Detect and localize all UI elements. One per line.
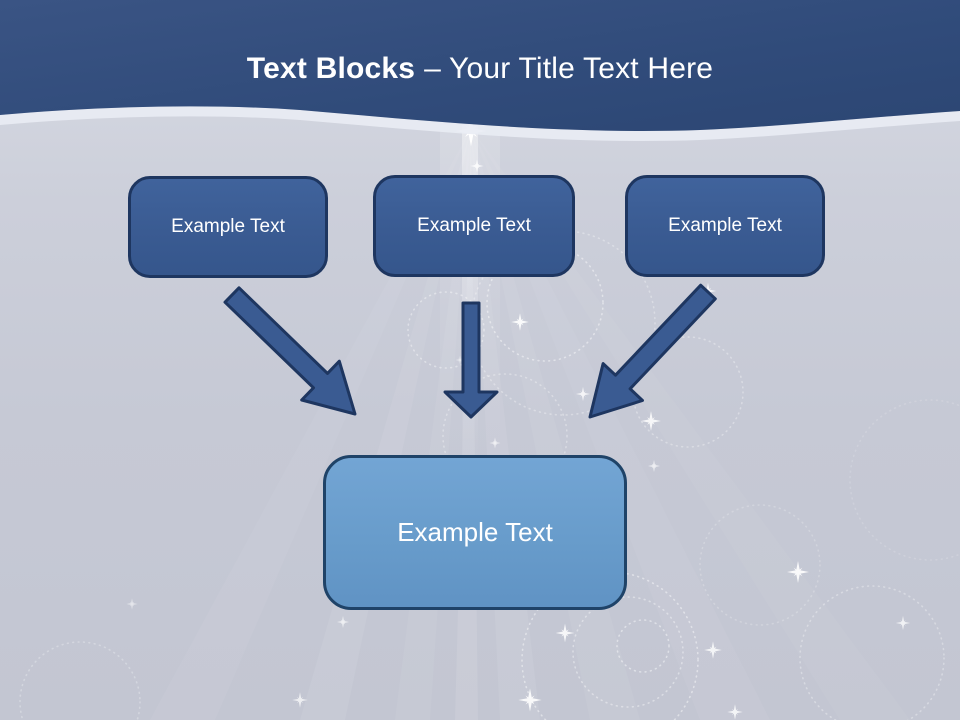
arrow-middle[interactable] [443, 301, 499, 419]
arrow-right[interactable] [588, 283, 717, 419]
text-block-1-label: Example Text [171, 216, 285, 237]
text-block-3-label: Example Text [668, 215, 782, 236]
slide-title: Text Blocks– Your Title Text Here [0, 52, 960, 87]
title-regular-text: – Your Title Text Here [424, 52, 714, 85]
header-wave-shape [0, 0, 960, 131]
text-block-3[interactable]: Example Text [625, 175, 825, 277]
center-text-block[interactable]: Example Text [323, 455, 627, 610]
header-highlight-curve [0, 106, 960, 141]
text-block-1[interactable]: Example Text [128, 176, 328, 278]
title-bold-text: Text Blocks [246, 52, 416, 85]
text-block-2[interactable]: Example Text [373, 175, 575, 277]
arrow-left[interactable] [223, 286, 357, 416]
text-block-2-label: Example Text [417, 215, 531, 236]
center-text-block-label: Example Text [397, 517, 553, 547]
header-band [0, 0, 960, 141]
